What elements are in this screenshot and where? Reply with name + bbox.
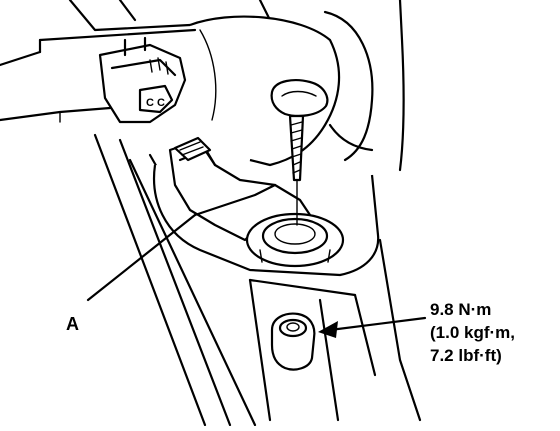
- torque-kgf: (1.0 kgf·m,: [430, 323, 515, 342]
- bracket-nut: [270, 312, 316, 371]
- torque-lbf: 7.2 lbf·ft): [430, 346, 502, 365]
- torque-arrowhead: [318, 321, 338, 338]
- callout-a-leader: [86, 213, 197, 302]
- svg-text:C C: C C: [146, 97, 165, 109]
- mounting-boss: [245, 212, 345, 268]
- callout-a-label: A: [66, 314, 79, 334]
- wiring-harness: [0, 28, 197, 123]
- harness-connector: C C: [98, 36, 187, 124]
- torque-nm: 9.8 N·m: [430, 300, 491, 319]
- torque-leader: [328, 316, 427, 332]
- mounting-bracket: [93, 133, 422, 427]
- leader-lines: [86, 213, 427, 338]
- sensor-bolt: [270, 79, 329, 226]
